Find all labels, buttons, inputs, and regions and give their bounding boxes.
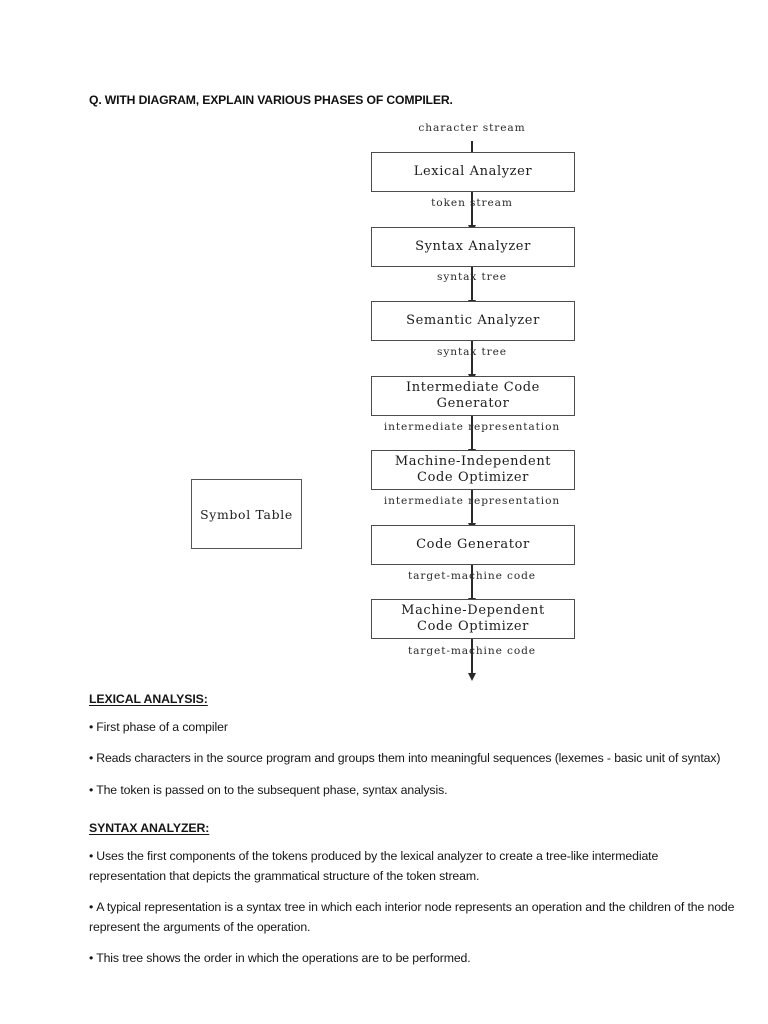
arrow-to-intermediate-code-generator [467, 341, 476, 382]
arrow-to-syntax-analyzer [467, 192, 476, 233]
phase-box-label: Semantic Analyzer [406, 313, 540, 329]
phase-box-label-line1: Machine-Dependent [401, 603, 545, 619]
phase-box-label-line2: Code Optimizer [417, 619, 529, 634]
phase-box-label: Syntax Analyzer [415, 239, 531, 255]
phase-box-lexical-analyzer[interactable]: Lexical Analyzer [371, 152, 575, 192]
phase-box-label-line2: Code Optimizer [417, 470, 529, 485]
compiler-phases-diagram: character stream Lexical Analyzer token … [0, 118, 768, 683]
phase-box-machine-independent-code-optimizer[interactable]: Machine-Independent Code Optimizer [371, 450, 575, 490]
bullet-item: •Uses the first components of the tokens… [89, 847, 737, 886]
bullet-text: The token is passed on to the subsequent… [96, 782, 448, 797]
arrow-to-machine-independent-optimizer [467, 416, 476, 457]
symbol-table-box[interactable]: Symbol Table [191, 479, 302, 549]
symbol-table-label: Symbol Table [200, 506, 293, 522]
bullet-item: •The token is passed on to the subsequen… [89, 781, 737, 800]
phase-box-syntax-analyzer[interactable]: Syntax Analyzer [371, 227, 575, 267]
bullet-text: A typical representation is a syntax tre… [89, 900, 735, 934]
page-title: Q. WITH DIAGRAM, EXPLAIN VARIOUS PHASES … [89, 93, 453, 107]
phase-box-intermediate-code-generator[interactable]: Intermediate Code Generator [371, 376, 575, 416]
body-content: LEXICAL ANALYSIS: •First phase of a comp… [89, 692, 737, 980]
phase-box-code-generator[interactable]: Code Generator [371, 525, 575, 565]
phase-box-label: Lexical Analyzer [413, 164, 533, 180]
bullet-dot-icon: • [89, 900, 94, 915]
arrow-to-machine-dependent-optimizer [467, 565, 476, 606]
arrow-output-target-machine-code [467, 639, 476, 681]
bullet-item: •This tree shows the order in which the … [89, 949, 737, 968]
phase-box-semantic-analyzer[interactable]: Semantic Analyzer [371, 301, 575, 341]
bullet-dot-icon: • [89, 950, 94, 965]
bullet-dot-icon: • [89, 849, 94, 864]
phase-box-label-line1: Machine-Independent [394, 454, 552, 470]
bullet-dot-icon: • [89, 751, 94, 766]
arrow-to-code-generator [467, 490, 476, 531]
phase-box-label: Intermediate Code Generator [406, 380, 540, 411]
bullet-text: First phase of a compiler [96, 720, 228, 734]
phase-box-label: Code Generator [416, 537, 530, 553]
bullet-text: Uses the first components of the tokens … [89, 849, 659, 883]
bullet-item: •A typical representation is a syntax tr… [89, 898, 737, 937]
bullet-text: This tree shows the order in which the o… [96, 950, 471, 965]
bullet-dot-icon: • [89, 720, 94, 734]
bullet-item: •Reads characters in the source program … [89, 749, 737, 768]
bullet-item: •First phase of a compiler [89, 718, 737, 737]
arrow-to-semantic-analyzer [467, 267, 476, 308]
section-heading-syntax-analyzer: SYNTAX ANALYZER: [89, 821, 210, 836]
bullet-text: Reads characters in the source program a… [96, 751, 721, 766]
section-heading-lexical-analysis: LEXICAL ANALYSIS: [89, 692, 208, 706]
phase-box-machine-dependent-code-optimizer[interactable]: Machine-Dependent Code Optimizer [371, 599, 575, 639]
bullet-dot-icon: • [89, 782, 94, 797]
edge-label-character-stream: character stream [418, 122, 526, 134]
